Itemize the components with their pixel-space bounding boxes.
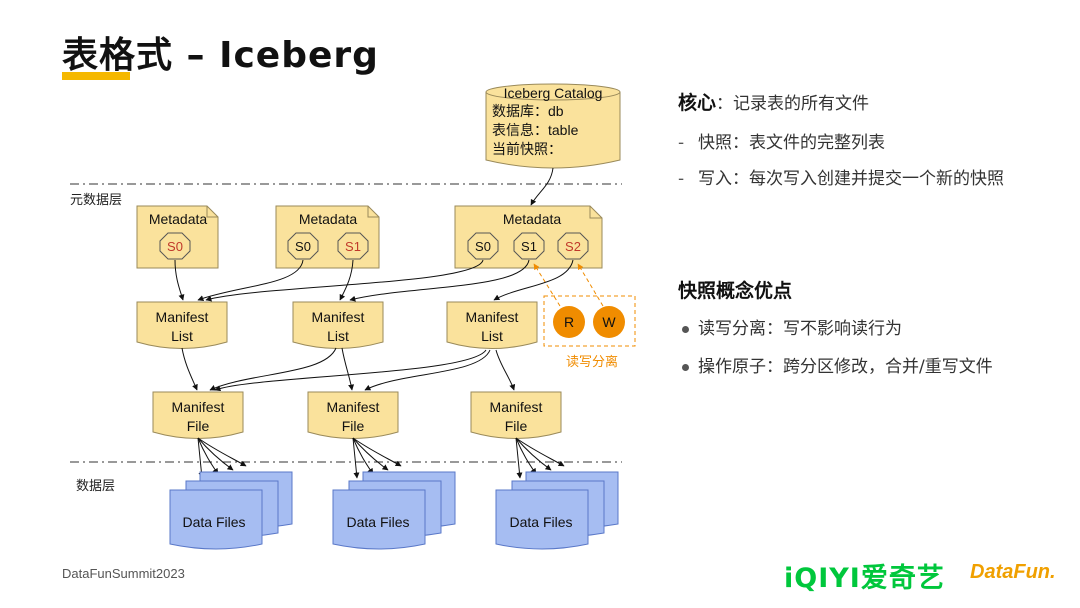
- reader-r-label: R: [564, 314, 574, 330]
- manifest-file-label-1: Manifest: [327, 399, 380, 415]
- snapshot-s1-label: S1: [345, 239, 361, 254]
- snapshot-s1-label: S1: [521, 239, 537, 254]
- snapshot-s2-label: S2: [565, 239, 581, 254]
- iqiyi-logo: iQIYI爱奇艺: [784, 563, 945, 594]
- manifest-list-label-2: List: [327, 328, 349, 344]
- section-advantages-title: 快照概念优点: [678, 280, 793, 302]
- metadata-file-2: Metadata S0 S1: [275, 205, 380, 269]
- manifest-file-1: Manifest File: [152, 391, 244, 439]
- snapshot-bullet-text: 快照：表文件的完整列表: [698, 133, 885, 153]
- core-text: ：记录表的所有文件: [716, 94, 870, 114]
- read-write-caption: 读写分离: [566, 354, 618, 369]
- write-bullet-text: 写入：每次写入创建并提交一个新的快照: [698, 169, 1004, 189]
- write-bullet: - 写入：每次写入创建并提交一个新的快照: [678, 166, 1018, 192]
- list-to-file-arrows: [181, 347, 516, 392]
- data-files-1: Data Files: [169, 471, 293, 550]
- snapshot-to-list-arrows: [174, 259, 574, 302]
- snapshot-s1: [513, 232, 545, 260]
- advantage-text-1: 读写分离：写不影响读行为: [698, 319, 902, 339]
- catalog-to-metadata-arrow: [530, 167, 554, 206]
- reader-to-s1-arrow: [533, 263, 561, 307]
- data-files-2: Data Files: [332, 471, 456, 550]
- manifest-file-label-1: Manifest: [172, 399, 225, 415]
- read-write-separation: R W 读写分离: [543, 295, 636, 369]
- data-files-label: Data Files: [182, 514, 245, 530]
- manifest-list-label-2: List: [481, 328, 503, 344]
- data-files-label: Data Files: [509, 514, 572, 530]
- manifest-file-label-2: File: [505, 418, 528, 434]
- catalog-line-table: 表信息：table: [492, 122, 579, 138]
- snapshot-s0-label: S0: [475, 239, 491, 254]
- metadata-label: Metadata: [299, 211, 358, 227]
- bullet-dot: [682, 364, 689, 371]
- dash-marker: -: [678, 133, 685, 153]
- snapshot-s0: [287, 232, 319, 260]
- snapshot-s2: [557, 232, 589, 260]
- snapshot-s0: [159, 232, 191, 260]
- advantage-text-2: 操作原子：跨分区修改，合并/重写文件: [698, 357, 993, 377]
- data-layer-label: 数据层: [76, 478, 115, 493]
- catalog-line-snapshot: 当前快照：: [492, 141, 562, 157]
- writer-w: [593, 306, 625, 338]
- manifest-list-3: Manifest List: [446, 301, 538, 349]
- snapshot-s0: [467, 232, 499, 260]
- datafun-logo: DataFun.: [970, 561, 1056, 583]
- metadata-layer-label: 元数据层: [70, 192, 122, 207]
- event-footer: DataFunSummit2023: [62, 566, 185, 581]
- page-title: 表格式 – Iceberg: [62, 35, 379, 76]
- metadata-label: Metadata: [503, 211, 562, 227]
- manifest-list-2: Manifest List: [292, 301, 384, 349]
- reader-r: [553, 306, 585, 338]
- manifest-file-2: Manifest File: [307, 391, 399, 439]
- snapshot-s0-label: S0: [167, 239, 183, 254]
- snapshot-bullet: - 快照：表文件的完整列表: [678, 130, 1038, 156]
- manifest-file-label-2: File: [342, 418, 365, 434]
- catalog-title: Iceberg Catalog: [504, 85, 603, 101]
- metadata-file-1: Metadata S0: [136, 205, 219, 269]
- data-files-3: Data Files: [495, 471, 619, 550]
- catalog-line-db: 数据库：db: [492, 103, 564, 119]
- iceberg-diagram: Iceberg Catalog 数据库：db 表信息：table 当前快照： 元…: [70, 83, 636, 550]
- core-title: 核心: [678, 92, 717, 114]
- manifest-list-label-1: Manifest: [312, 309, 365, 325]
- snapshot-s0-label: S0: [295, 239, 311, 254]
- core-line: 核心：记录表的所有文件: [678, 90, 1038, 117]
- data-files-label: Data Files: [346, 514, 409, 530]
- iceberg-catalog: Iceberg Catalog 数据库：db 表信息：table 当前快照：: [485, 83, 621, 169]
- manifest-file-3: Manifest File: [470, 391, 562, 439]
- file-to-data-arrows: [197, 437, 565, 479]
- writer-w-label: W: [602, 314, 616, 330]
- manifest-list-label-1: Manifest: [156, 309, 209, 325]
- manifest-list-label-1: Manifest: [466, 309, 519, 325]
- advantage-bullet-2: 操作原子：跨分区修改，合并/重写文件: [678, 354, 1028, 380]
- metadata-file-3: Metadata S0 S1 S2: [454, 205, 603, 269]
- writer-to-s2-arrow: [577, 263, 604, 307]
- manifest-file-label-1: Manifest: [490, 399, 543, 415]
- bullet-dot: [682, 326, 689, 333]
- manifest-list-1: Manifest List: [136, 301, 228, 349]
- manifest-file-label-2: File: [187, 418, 210, 434]
- snapshot-s1: [337, 232, 369, 260]
- dash-marker: -: [678, 169, 685, 189]
- metadata-label: Metadata: [149, 211, 208, 227]
- advantage-bullet-1: 读写分离：写不影响读行为: [678, 316, 1038, 342]
- title-underline: [62, 72, 130, 80]
- manifest-list-label-2: List: [171, 328, 193, 344]
